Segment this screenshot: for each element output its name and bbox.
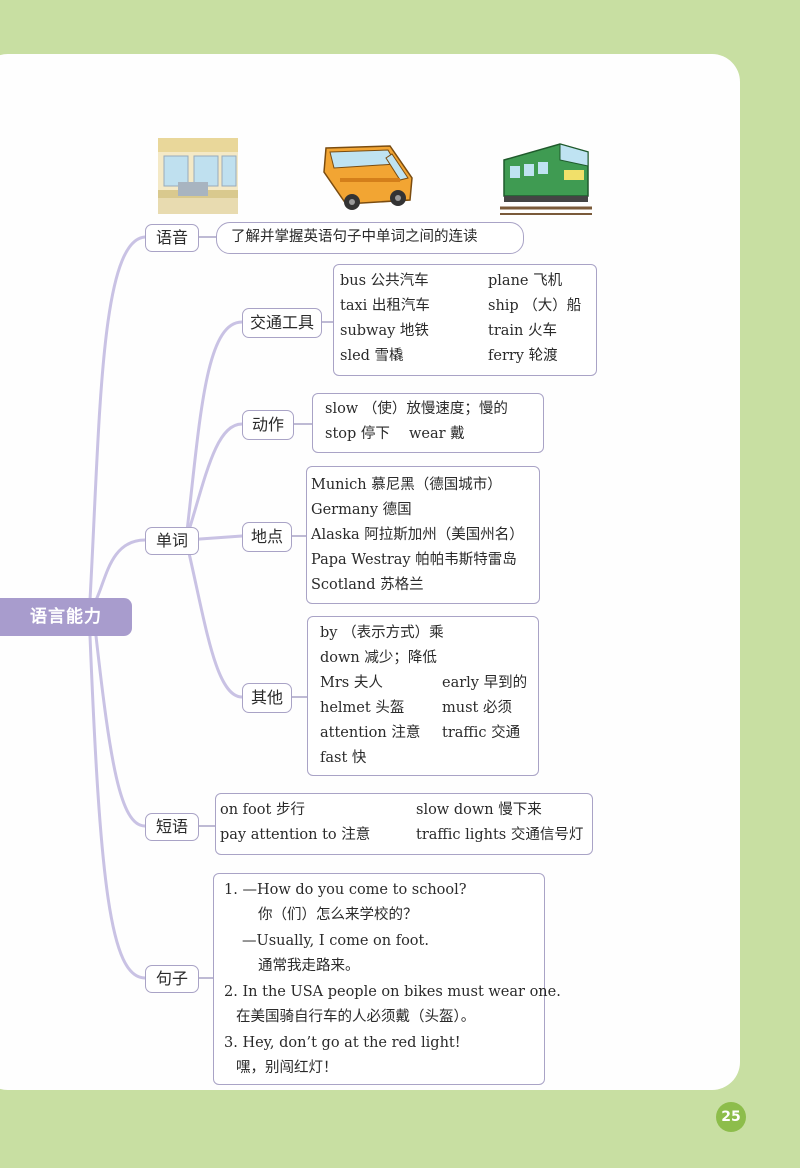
sentence-line: 3. Hey, don’t go at the red light! (224, 1035, 461, 1051)
tag-places: 地点 (242, 522, 292, 552)
phrase-item: on foot 步行 (220, 802, 305, 818)
page-number-badge: 25 (716, 1102, 746, 1132)
word-item: Scotland 苏格兰 (311, 577, 424, 593)
word-item: taxi 出租汽车 (340, 298, 430, 314)
sentence-line: 1. —How do you come to school? (224, 882, 467, 898)
word-item: early 早到的 (442, 675, 528, 691)
word-item: subway 地铁 (340, 323, 429, 339)
word-item: helmet 头盔 (320, 700, 405, 716)
word-item: wear 戴 (409, 426, 465, 442)
sentence-line: 2. In the USA people on bikes must wear … (224, 984, 561, 1000)
train-interior-illustration (158, 138, 238, 214)
actions-box: slow （使）放慢速度；慢的 stop 停下 wear 戴 (312, 393, 544, 453)
word-item: ferry 轮渡 (488, 348, 558, 364)
phrases-box: on foot 步行 slow down 慢下来 pay attention t… (215, 793, 593, 855)
word-item: fast 快 (320, 750, 367, 766)
sentence-line: 嘿，别闯红灯！ (236, 1060, 338, 1076)
bus-illustration (323, 145, 413, 210)
word-item: Alaska 阿拉斯加州（美国州名） (311, 527, 524, 543)
tag-words: 单词 (145, 527, 199, 555)
word-item: ship （大）船 (488, 298, 582, 314)
phrase-item: traffic lights 交通信号灯 (416, 827, 584, 843)
word-item: bus 公共汽车 (340, 273, 429, 289)
sentences-box: 1. —How do you come to school? 你（们）怎么来学校… (213, 873, 561, 1085)
places-box: Munich 慕尼黑（德国城市） Germany 德国 Alaska 阿拉斯加州… (306, 466, 540, 604)
word-item: traffic 交通 (442, 725, 521, 741)
transport-box: bus 公共汽车 plane 飞机 taxi 出租汽车 ship （大）船 su… (333, 264, 597, 376)
word-item: must 必须 (442, 700, 512, 716)
word-item: attention 注意 (320, 725, 421, 741)
phonetics-box: 了解并掌握英语句子中单词之间的连读 (216, 222, 524, 254)
train-illustration (500, 143, 592, 215)
others-box: by （表示方式）乘 down 减少；降低 Mrs 夫人 early 早到的 h… (307, 616, 539, 776)
word-item: Mrs 夫人 (320, 675, 383, 691)
phonetics-text: 了解并掌握英语句子中单词之间的连读 (231, 229, 478, 245)
sentence-line: 你（们）怎么来学校的？ (258, 907, 418, 923)
tag-actions: 动作 (242, 410, 294, 440)
tag-transport: 交通工具 (242, 308, 322, 338)
tag-phrases: 短语 (145, 813, 199, 841)
sentence-line: —Usually, I come on foot. (242, 933, 429, 949)
word-item: stop 停下 (325, 426, 390, 442)
word-item: train 火车 (488, 323, 557, 339)
word-item: Germany 德国 (311, 502, 412, 518)
word-item: down 减少；降低 (320, 650, 437, 666)
tag-others: 其他 (242, 683, 292, 713)
root-language-ability: 语言能力 (0, 598, 132, 636)
sentence-line: 通常我走路来。 (258, 958, 360, 974)
word-item: by （表示方式）乘 (320, 625, 444, 641)
tag-sentences: 句子 (145, 965, 199, 993)
word-item: sled 雪橇 (340, 348, 404, 364)
sentence-line: 在美国骑自行车的人必须戴（头盔）。 (236, 1009, 476, 1025)
word-item: slow （使）放慢速度；慢的 (325, 401, 508, 417)
tag-phonetics: 语音 (145, 224, 199, 252)
word-item: plane 飞机 (488, 273, 563, 289)
phrase-item: pay attention to 注意 (220, 827, 371, 843)
phrase-item: slow down 慢下来 (416, 802, 542, 818)
word-item: Papa Westray 帕帕韦斯特雷岛 (311, 552, 517, 568)
word-item: Munich 慕尼黑（德国城市） (311, 477, 502, 493)
